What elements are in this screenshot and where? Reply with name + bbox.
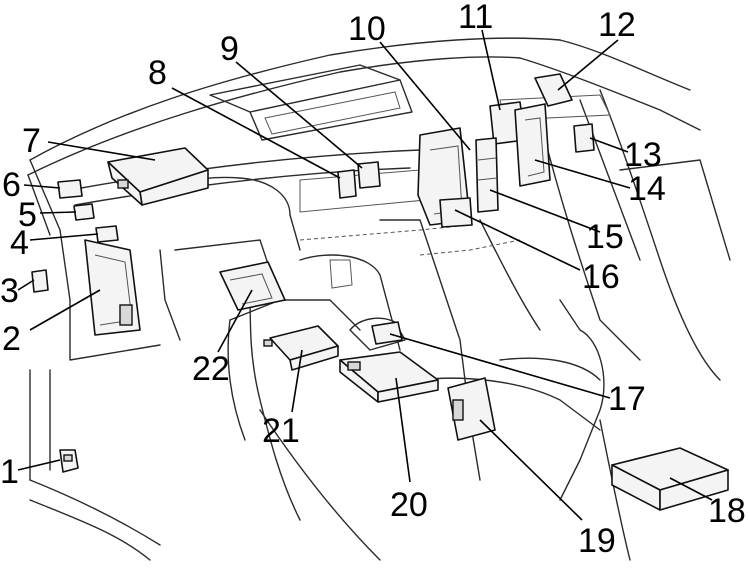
callout-5: 5 <box>18 196 37 234</box>
leader-9 <box>235 61 363 169</box>
leader-14 <box>534 159 631 189</box>
leader-4 <box>29 233 99 241</box>
leader-22 <box>217 289 253 353</box>
part-12-shape <box>534 73 573 107</box>
callout-18: 18 <box>708 492 746 530</box>
leader-21 <box>291 349 303 413</box>
callout-13: 13 <box>624 136 662 174</box>
part-6-shape <box>57 179 83 199</box>
leader-6 <box>23 184 61 189</box>
part-1-shape <box>59 449 79 473</box>
part-20-shape <box>339 351 439 403</box>
part-22-shape <box>219 261 286 311</box>
leader-5 <box>39 211 77 214</box>
callout-16: 16 <box>582 258 620 296</box>
callout-10: 10 <box>348 10 386 48</box>
part-2-shape <box>84 239 141 336</box>
callout-7: 7 <box>22 122 41 160</box>
part-8-shape <box>337 169 357 199</box>
leader-7 <box>47 141 156 161</box>
callout-12: 12 <box>598 6 636 44</box>
callout-4: 4 <box>10 224 29 262</box>
callout-20: 20 <box>390 486 428 524</box>
part-17-shape <box>371 321 403 345</box>
leader-10 <box>379 41 471 151</box>
part-7-shape <box>107 147 209 206</box>
part-13-shape <box>573 123 595 153</box>
callout-21: 21 <box>262 412 300 450</box>
part-9-shape <box>357 161 381 189</box>
callout-9: 9 <box>220 30 239 68</box>
callout-3: 3 <box>0 272 19 310</box>
part-16-shape <box>439 197 473 228</box>
leader-11 <box>481 29 501 111</box>
part-14-shape <box>514 103 551 187</box>
callout-numbers: 1 2 3 4 5 6 7 8 9 10 11 12 13 14 15 16 1… <box>0 0 746 560</box>
leader-2 <box>29 289 101 331</box>
leader-16 <box>454 209 581 271</box>
callout-22: 22 <box>192 350 230 388</box>
component-shapes <box>31 73 729 511</box>
callout-8: 8 <box>148 54 167 92</box>
leader-20 <box>395 377 411 483</box>
callout-11: 11 <box>458 0 493 36</box>
callout-17: 17 <box>608 380 646 418</box>
leader-15 <box>489 189 601 233</box>
part-19-shape <box>447 377 496 441</box>
callout-15: 15 <box>586 218 624 256</box>
callout-19: 19 <box>578 522 616 560</box>
leader-17 <box>389 333 611 399</box>
leader-lines <box>17 29 713 521</box>
callout-14: 14 <box>628 170 666 208</box>
leader-12 <box>557 39 619 91</box>
part-21-shape <box>263 325 339 371</box>
leader-3 <box>17 279 35 291</box>
leader-8 <box>171 87 341 179</box>
leader-19 <box>479 419 583 521</box>
callout-2: 2 <box>2 320 21 358</box>
leader-18 <box>669 477 713 501</box>
part-3-shape <box>31 269 49 293</box>
leader-1 <box>17 459 61 471</box>
callout-1: 1 <box>0 453 19 491</box>
part-15-shape <box>475 137 499 213</box>
leader-13 <box>589 137 629 153</box>
part-4-shape <box>95 225 119 243</box>
part-5-shape <box>73 203 95 221</box>
callout-6: 6 <box>2 166 21 204</box>
